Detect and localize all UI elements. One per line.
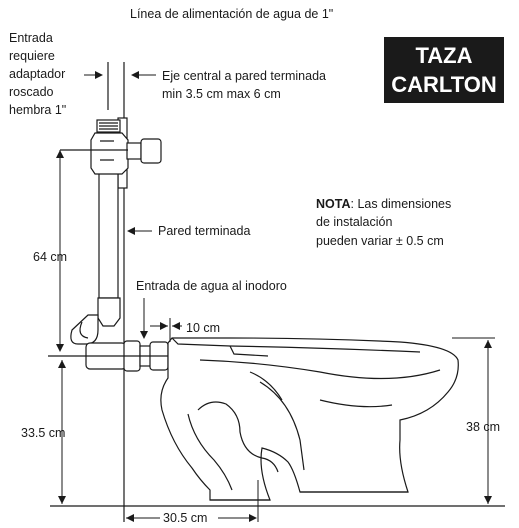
note-line3: pueden variar ± 0.5 cm — [316, 234, 444, 248]
trap-bend — [70, 314, 99, 345]
inlet-label-line5: hembra 1" — [9, 103, 67, 117]
badge-line1: TAZA — [415, 43, 473, 68]
toilet-rim — [160, 337, 459, 501]
model-badge: TAZA CARLTON — [384, 37, 504, 103]
valve-handle — [140, 138, 162, 164]
dim-bowl-height: 38 cm — [466, 419, 501, 436]
bowl-inner — [199, 359, 441, 380]
inlet-label-line1: Entrada — [9, 31, 53, 45]
inlet-label-line2: requiere — [9, 49, 55, 63]
trapway — [197, 401, 279, 473]
dim-offset: 10 cm — [186, 321, 221, 335]
toilet-inlet-label: Entrada de agua al inodoro — [136, 279, 287, 293]
note-line1-rest: : Las dimensiones — [350, 197, 452, 211]
finished-wall-label: Pared terminada — [158, 224, 251, 238]
inlet-label-line4: roscado — [9, 85, 54, 99]
note-bold: NOTA — [316, 197, 351, 211]
dim-rough-in: 30.5 cm — [163, 510, 208, 527]
valve-stem — [126, 142, 142, 160]
dim-inlet-height: 33.5 cm — [21, 425, 66, 442]
valve-body — [90, 132, 129, 175]
elbow-fitting — [97, 297, 121, 327]
dim-supply-height: 64 cm — [33, 249, 68, 266]
inlet-label-line3: adaptador — [9, 67, 66, 81]
centerline-label-line1: Eje central a pared terminada — [162, 69, 326, 83]
note-line2: de instalación — [316, 215, 393, 229]
note-line1: NOTA: Las dimensiones — [316, 196, 451, 213]
supply-pipe — [98, 169, 119, 299]
centerline-label-line2: min 3.5 cm max 6 cm — [162, 87, 281, 101]
badge-line2: CARLTON — [391, 72, 497, 97]
diagram-title: Línea de alimentación de agua de 1" — [130, 7, 334, 21]
